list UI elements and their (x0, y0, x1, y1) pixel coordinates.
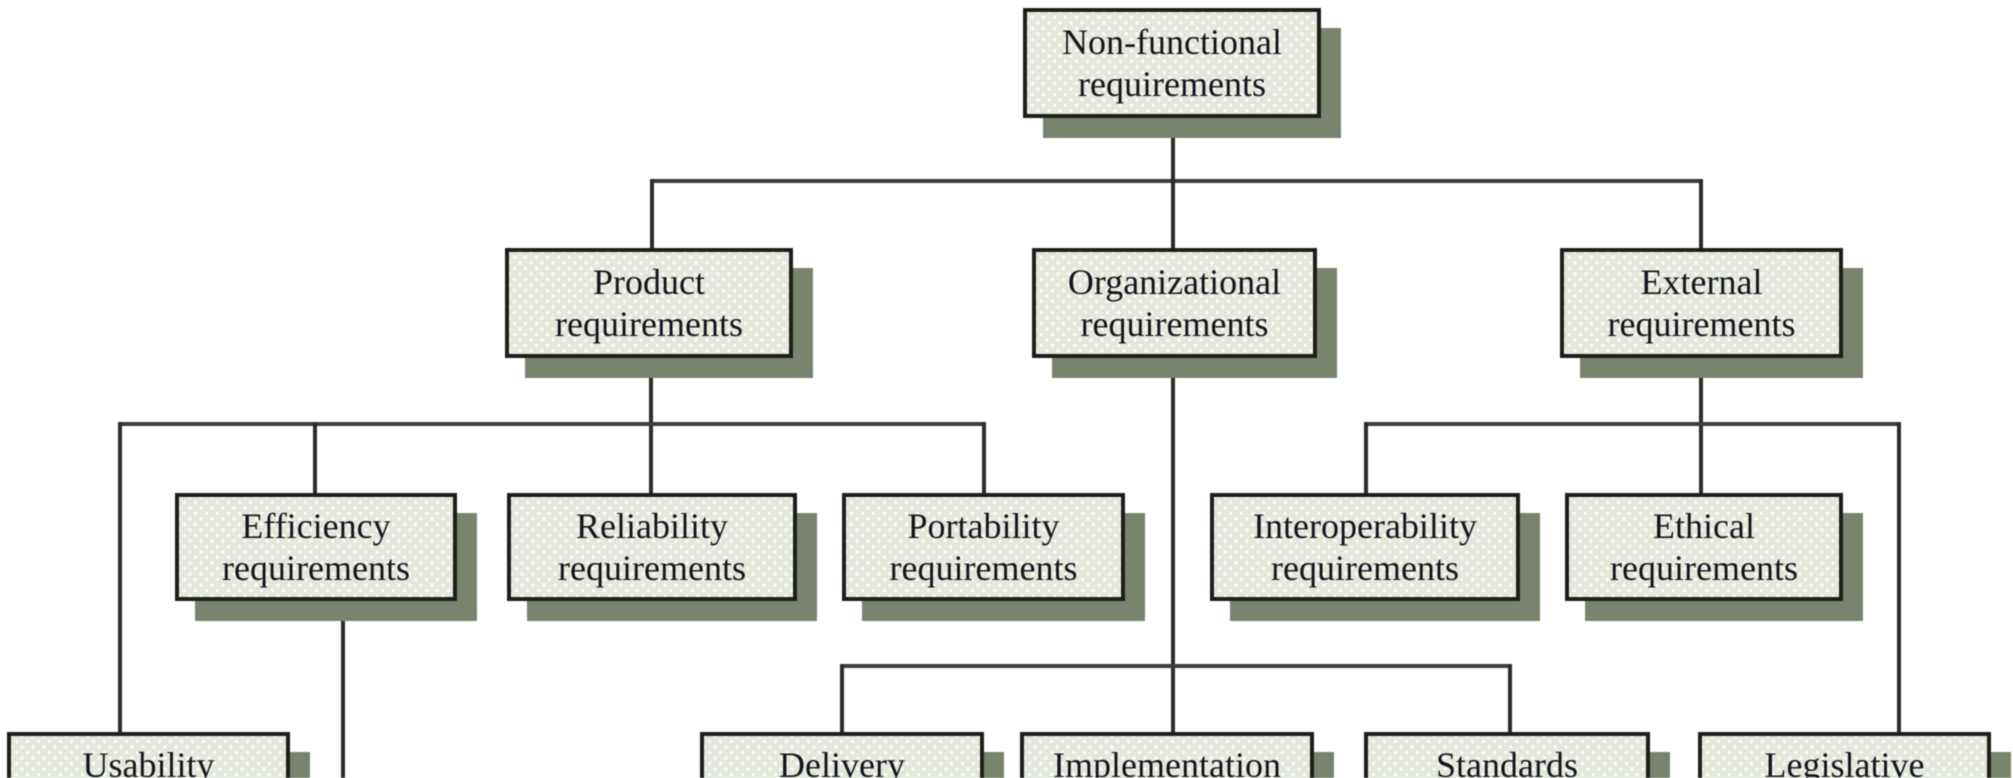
node-efficiency-requirements: Efficiency requirements (175, 493, 457, 601)
node-ethical-requirements: Ethical requirements (1565, 493, 1843, 601)
node-reliability-requirements: Reliability requirements (507, 493, 797, 601)
node-delivery: Delivery (700, 732, 984, 778)
connector-organizational-stem (1171, 358, 1175, 732)
connector-drop-organizational (1171, 179, 1175, 248)
connector-drop-usability (118, 422, 122, 732)
connector-drop-portability (982, 422, 986, 493)
node-implementation: Implementation (1020, 732, 1314, 778)
node-legislative: Legislative (1698, 732, 1991, 778)
connector-efficiency-children-stem (341, 600, 345, 778)
node-portability-requirements: Portability requirements (842, 493, 1125, 601)
connector-drop-efficiency (313, 422, 317, 493)
connector-drop-product (650, 179, 654, 248)
node-product-requirements: Product requirements (505, 248, 793, 358)
node-standards: Standards (1364, 732, 1650, 778)
connector-root-stem (1171, 116, 1175, 183)
node-organizational-requirements: Organizational requirements (1032, 248, 1317, 358)
connector-external-children-bar (1364, 422, 1901, 426)
connector-product-children-bar (118, 422, 986, 426)
node-usability: Usability (7, 732, 290, 778)
connector-organizational-children-bar (840, 664, 1512, 668)
node-non-functional-requirements: Non-functional requirements (1023, 8, 1321, 118)
connector-level1-bar (650, 179, 1703, 183)
connector-drop-delivery (840, 664, 844, 732)
connector-drop-interoperability (1364, 422, 1368, 493)
connector-drop-standards (1508, 664, 1512, 732)
connector-drop-external (1699, 179, 1703, 248)
node-interoperability-requirements: Interoperability requirements (1210, 493, 1520, 601)
node-external-requirements: External requirements (1560, 248, 1843, 358)
connector-drop-legislative (1897, 422, 1901, 732)
